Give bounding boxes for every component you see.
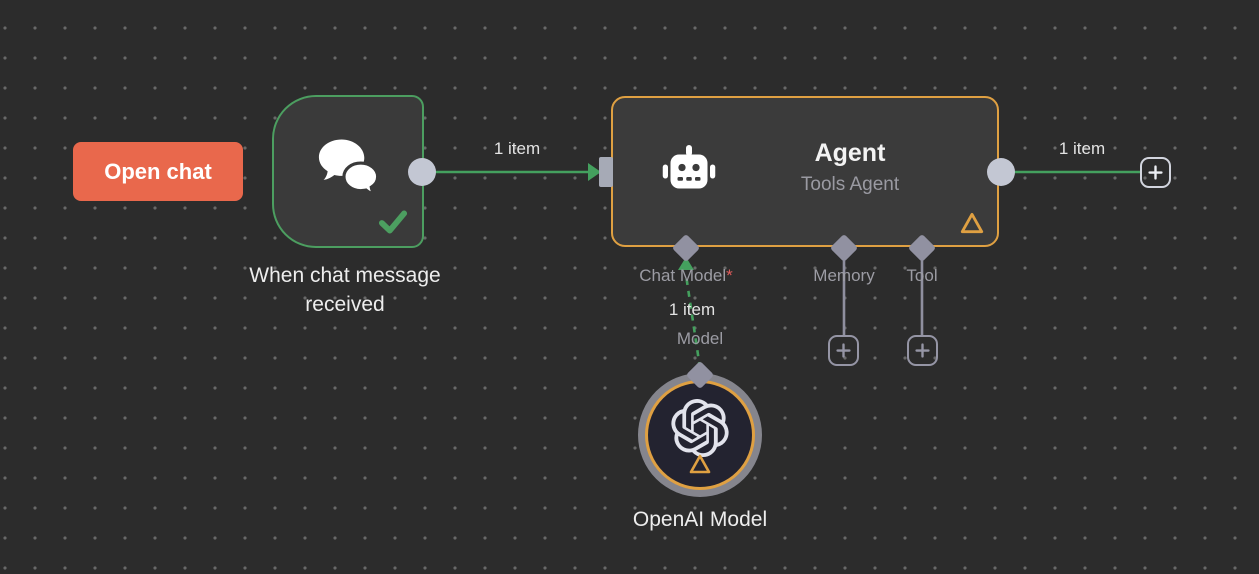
chat-bubbles-icon bbox=[318, 138, 380, 196]
open-chat-button[interactable]: Open chat bbox=[73, 142, 243, 201]
items-count-label: 1 item bbox=[493, 139, 541, 158]
items-count-label: 1 item bbox=[668, 300, 716, 319]
node-agent[interactable]: Agent Tools Agent bbox=[611, 96, 999, 247]
items-count-label: 1 item bbox=[1058, 139, 1106, 158]
plus-icon bbox=[836, 343, 851, 358]
memory-port-label: Memory bbox=[813, 266, 875, 285]
agent-text-block: Agent Tools Agent bbox=[703, 98, 997, 245]
openai-logo-icon bbox=[671, 399, 729, 457]
agent-input-connector[interactable] bbox=[599, 157, 613, 187]
openai-model-name: OpenAI Model bbox=[632, 508, 768, 531]
add-node-button[interactable] bbox=[1140, 157, 1171, 188]
plus-icon bbox=[1148, 165, 1163, 180]
warning-triangle-icon bbox=[960, 212, 984, 234]
node-chat-trigger[interactable] bbox=[272, 95, 424, 248]
add-memory-button[interactable] bbox=[828, 335, 859, 366]
node-openai-model[interactable] bbox=[638, 373, 762, 497]
required-marker: * bbox=[726, 266, 733, 285]
check-icon bbox=[378, 210, 408, 234]
wire-model-to-agent bbox=[684, 274, 702, 369]
agent-subtitle: Tools Agent bbox=[800, 174, 900, 195]
robot-icon bbox=[662, 145, 716, 189]
openai-node-body bbox=[645, 380, 755, 490]
add-tool-button[interactable] bbox=[907, 335, 938, 366]
warning-triangle-icon bbox=[689, 454, 711, 474]
chat-trigger-name: When chat message received bbox=[249, 264, 441, 316]
chat-model-port-text: Chat Model bbox=[639, 266, 727, 285]
agent-title: Agent bbox=[814, 139, 886, 167]
model-output-port-label: Model bbox=[676, 329, 724, 348]
chat-model-port-label: Chat Model* bbox=[616, 266, 756, 286]
agent-output-connector[interactable] bbox=[987, 158, 1015, 186]
trigger-output-connector[interactable] bbox=[408, 158, 436, 186]
plus-icon bbox=[915, 343, 930, 358]
tool-port-label: Tool bbox=[906, 266, 938, 285]
